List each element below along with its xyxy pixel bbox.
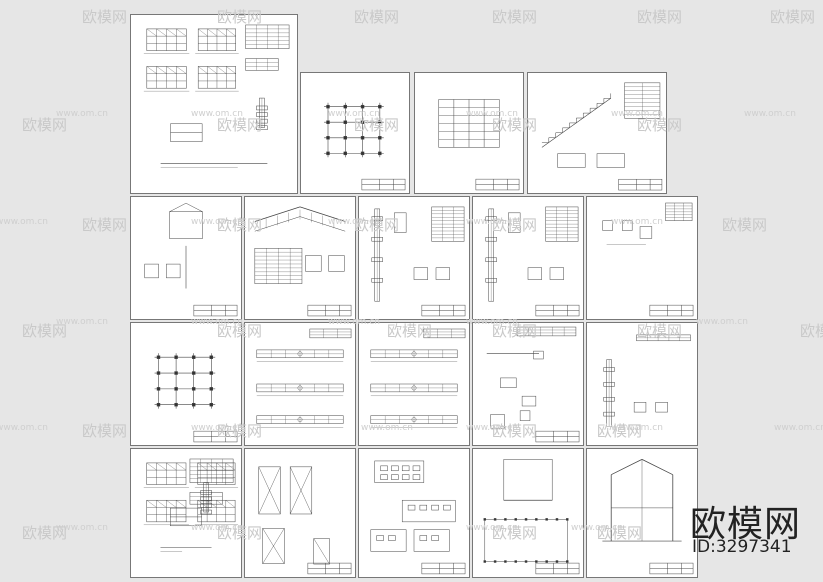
watermark: 欧模网	[82, 8, 128, 26]
watermark: 欧模网	[354, 8, 400, 26]
cad-drawing	[541, 82, 663, 191]
drawing-sheet	[472, 322, 584, 446]
drawing-sheet	[130, 448, 242, 578]
asset-id: ID:3297341	[692, 537, 792, 557]
watermark: 欧模网	[800, 322, 823, 340]
drawing-sheet	[244, 448, 356, 578]
drawing-sheet	[586, 196, 698, 320]
drawing-sheet	[358, 448, 470, 578]
cad-drawing	[486, 326, 580, 443]
watermark: 欧模网	[22, 116, 68, 134]
drawing-sheet	[472, 448, 584, 578]
watermark: 欧模网	[722, 216, 768, 234]
drawing-sheet	[414, 72, 524, 194]
cad-drawing	[438, 99, 520, 191]
watermark: 欧模网	[637, 8, 683, 26]
watermark-domain: www.om.cn	[56, 523, 108, 533]
watermark: 欧模网	[492, 8, 538, 26]
drawing-sheet	[130, 14, 298, 194]
cad-drawing	[602, 459, 694, 575]
drawing-sheet	[527, 72, 667, 194]
drawing-sheet	[130, 196, 242, 320]
cad-drawing	[254, 206, 352, 317]
drawing-sheet	[358, 196, 470, 320]
watermark: 欧模网	[770, 8, 816, 26]
drawing-sheet	[586, 448, 698, 578]
cad-drawing	[258, 466, 352, 575]
drawing-sheet	[244, 196, 356, 320]
cad-drawing	[370, 460, 466, 575]
cad-drawing	[602, 202, 694, 317]
watermark-domain: www.om.cn	[0, 217, 48, 227]
brand-logo: 欧模网	[690, 504, 802, 545]
drawing-sheet	[130, 322, 242, 446]
cad-drawing	[154, 353, 238, 443]
drawing-sheet	[244, 322, 356, 446]
cad-drawing	[324, 102, 406, 191]
watermark-domain: www.om.cn	[0, 423, 48, 433]
cad-drawing	[603, 334, 691, 427]
cad-drawing	[485, 206, 580, 317]
watermark-domain: www.om.cn	[56, 109, 108, 119]
cad-drawing	[144, 202, 238, 317]
watermark-domain: www.om.cn	[774, 423, 823, 433]
watermark: 欧模网	[22, 524, 68, 542]
cad-drawing	[371, 206, 466, 317]
cad-drawing	[143, 458, 239, 552]
watermark-domain: www.om.cn	[744, 109, 796, 119]
drawing-sheet	[358, 322, 470, 446]
drawing-sheet	[586, 322, 698, 446]
watermark-domain: www.om.cn	[696, 317, 748, 327]
watermark-domain: www.om.cn	[56, 317, 108, 327]
cad-drawing	[143, 24, 290, 168]
drawing-sheet	[472, 196, 584, 320]
cad-drawing	[483, 459, 580, 575]
cad-drawing	[370, 328, 466, 428]
drawing-sheet	[300, 72, 410, 194]
watermark: 欧模网	[82, 216, 128, 234]
cad-drawing	[256, 328, 352, 428]
watermark: 欧模网	[82, 422, 128, 440]
watermark: 欧模网	[22, 322, 68, 340]
